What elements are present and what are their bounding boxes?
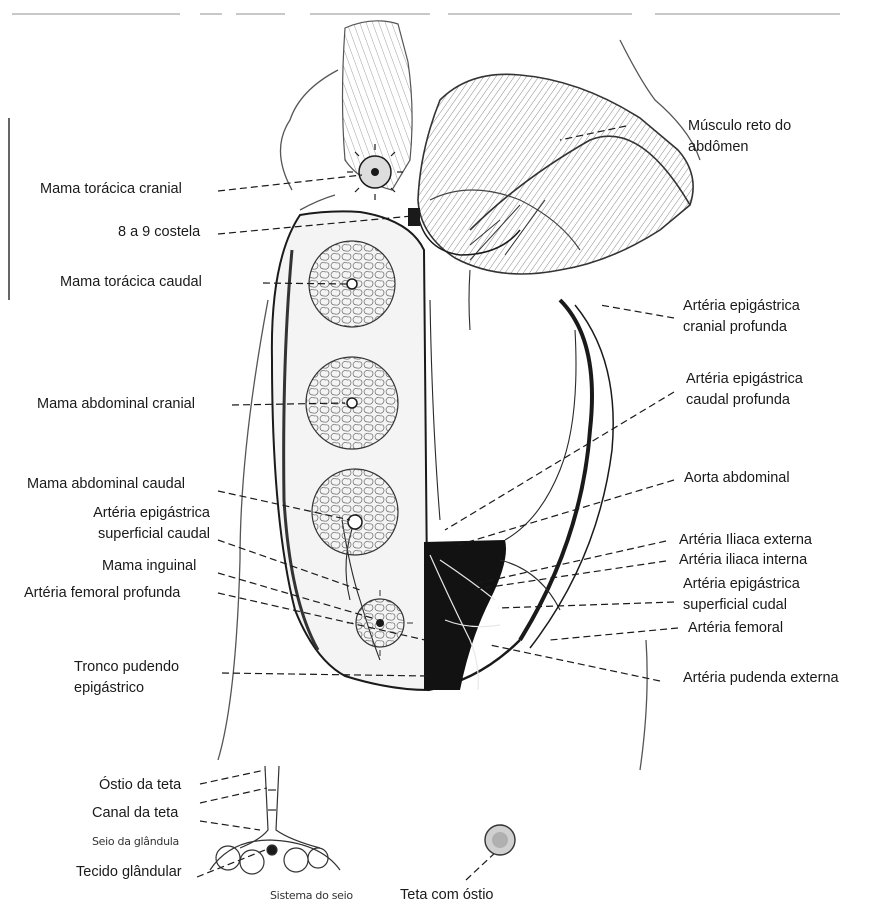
label-tronco-pudendo: Tronco pudendo epigástrico xyxy=(74,657,179,699)
label-line: Artéria epigástrica xyxy=(60,503,210,524)
rectus-muscle xyxy=(418,74,693,274)
label-line: Artéria epigástrica xyxy=(683,574,800,595)
inguinal-dark-region xyxy=(424,540,506,690)
mama-abdominal-caudal-gland xyxy=(312,469,398,555)
label-art-femoral: Artéria femoral xyxy=(688,618,783,639)
mama-abdominal-cranial-gland xyxy=(306,357,398,449)
label-seio-glandula: Seio da glândula xyxy=(92,831,179,852)
label-aorta: Aorta abdominal xyxy=(684,468,790,489)
label-art-epi-superficial-caudal: Artéria epigástrica superficial caudal xyxy=(60,503,210,545)
label-mama-abdominal-cranial: Mama abdominal cranial xyxy=(37,394,195,415)
label-art-epi-cranial-profunda: Artéria epigástrica cranial profunda xyxy=(683,296,800,338)
teat-with-ostium xyxy=(485,825,515,855)
label-line: superficial caudal xyxy=(60,524,210,545)
label-sistema-seio: Sistema do seio xyxy=(270,885,353,906)
label-ostio-teta: Óstio da teta xyxy=(99,775,181,796)
label-art-epi-caudal-profunda: Artéria epigástrica caudal profunda xyxy=(686,369,803,411)
label-line: Tronco pudendo xyxy=(74,657,179,678)
label-mama-toracica-caudal: Mama torácica caudal xyxy=(60,272,202,293)
label-line: epigástrico xyxy=(74,678,179,699)
label-teta-ostio: Teta com óstio xyxy=(400,885,494,906)
label-tecido-glandular: Tecido glândular xyxy=(76,862,182,883)
label-line: Músculo reto do xyxy=(688,116,791,137)
label-line: abdômen xyxy=(688,137,791,158)
label-art-iliaca-externa: Artéria Iliaca externa xyxy=(679,530,812,551)
label-line: Artéria epigástrica xyxy=(686,369,803,390)
label-costela: 8 a 9 costela xyxy=(118,222,200,243)
label-line: Artéria epigástrica xyxy=(683,296,800,317)
label-line: superficial cudal xyxy=(683,595,800,616)
label-art-pudenda-externa: Artéria pudenda externa xyxy=(683,668,839,689)
label-mama-inguinal: Mama inguinal xyxy=(102,556,196,577)
label-art-epi-superficial-cudal: Artéria epigástrica superficial cudal xyxy=(683,574,800,616)
label-canal-teta: Canal da teta xyxy=(92,803,178,824)
label-art-femoral-profunda: Artéria femoral profunda xyxy=(24,583,180,604)
label-art-iliaca-interna: Artéria iliaca interna xyxy=(679,550,807,571)
teat-cross-section xyxy=(210,766,340,874)
label-musculo-reto: Músculo reto do abdômen xyxy=(688,116,791,158)
label-line: caudal profunda xyxy=(686,390,803,411)
label-mama-toracica-cranial: Mama torácica cranial xyxy=(40,179,182,200)
label-line: cranial profunda xyxy=(683,317,800,338)
label-mama-abdominal-caudal: Mama abdominal caudal xyxy=(27,474,185,495)
